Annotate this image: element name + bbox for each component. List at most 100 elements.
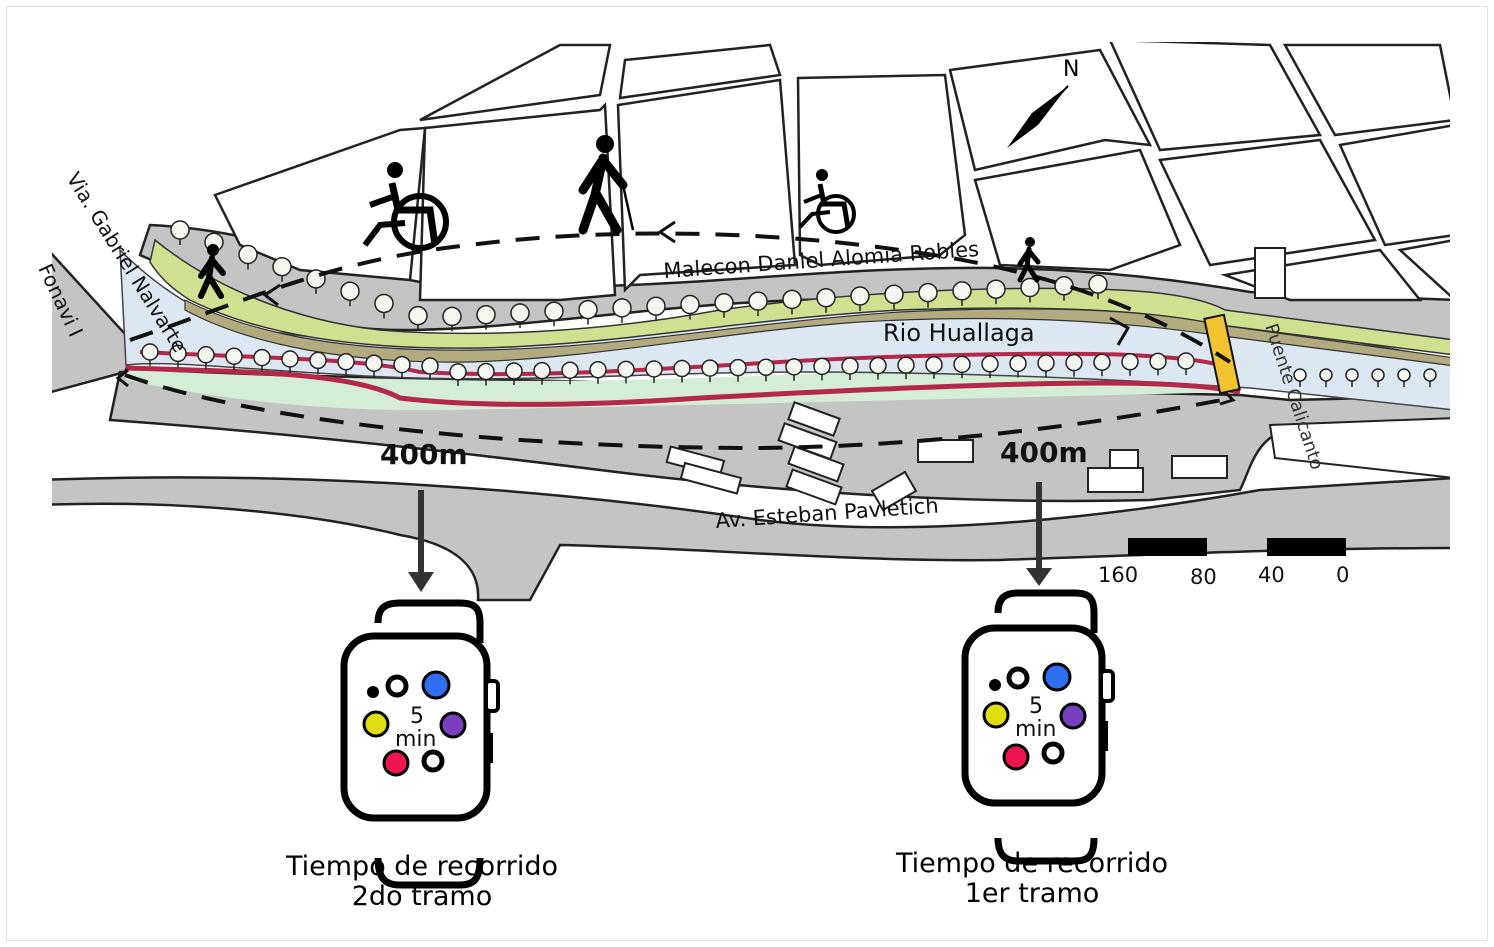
tree-icon	[281, 350, 299, 373]
scale-label: 160	[1098, 563, 1138, 587]
tree-icon	[309, 351, 327, 375]
pedestrian-icon	[1017, 237, 1041, 283]
tree-icon	[589, 361, 607, 384]
tree-icon	[253, 348, 271, 372]
tree-icon	[421, 357, 439, 380]
tree-icon	[1065, 353, 1083, 377]
tree-icon	[505, 362, 523, 386]
route-dashed-north	[129, 231, 1232, 364]
tree-icon	[365, 354, 383, 378]
tree-icon	[1121, 353, 1139, 376]
tree-icon	[374, 293, 394, 319]
tree-icon	[646, 296, 666, 322]
tree-icon	[925, 355, 943, 379]
tree-icon	[952, 281, 972, 306]
tree-icon	[1093, 353, 1111, 377]
pedestrian-icon	[198, 244, 226, 299]
tree-icon	[238, 244, 258, 270]
figure-frame	[6, 6, 1488, 941]
tree-icon	[785, 358, 803, 381]
city-blocks	[213, 42, 1450, 302]
caption-line-2: 2do tramo	[351, 881, 493, 912]
tree-icon	[813, 357, 831, 381]
tree-icon	[449, 363, 467, 386]
watch-time-unit: min	[1015, 717, 1057, 742]
watch-time-value: 5	[1029, 694, 1043, 719]
tree-icon	[850, 286, 870, 311]
tree-icon	[477, 362, 495, 386]
route-dashed-south	[124, 373, 1233, 451]
tree-icon	[1020, 277, 1040, 303]
smartwatch-icon: 5 min	[961, 589, 1115, 865]
tree-icon	[701, 359, 719, 383]
label-river: Rio Huallaga	[883, 319, 1035, 347]
tree-icon	[897, 356, 915, 380]
tree-icon	[1177, 352, 1195, 375]
tree-icon	[476, 304, 496, 330]
tree-rows	[141, 220, 1437, 387]
distance-right: 400m	[1000, 436, 1088, 469]
distance-left: 400m	[380, 438, 468, 471]
caption-line-2: 1er tramo	[964, 878, 1100, 909]
caption-tramo-1: Tiempo de recorrido 1er tramo	[872, 849, 1192, 909]
tree-icon	[673, 359, 691, 383]
tree-icon	[612, 298, 632, 323]
caption-line-1: Tiempo de recorrido	[895, 848, 1169, 879]
tree-icon	[1345, 368, 1359, 387]
tree-icon	[340, 281, 360, 307]
tree-icon	[757, 358, 775, 382]
road-avenida	[52, 476, 1450, 602]
tree-icon	[141, 343, 159, 366]
tree-icon	[714, 293, 734, 318]
tree-icon	[1319, 368, 1333, 387]
block-east	[1268, 417, 1450, 479]
tree-icon	[841, 357, 859, 380]
tree-icon	[1088, 274, 1108, 300]
tree-icon	[1149, 352, 1167, 376]
wheelchair-icon	[798, 169, 856, 234]
tree-icon	[617, 360, 635, 384]
earth-band-north	[184, 299, 1450, 366]
tree-icon	[561, 361, 579, 385]
tree-icon	[169, 344, 187, 368]
tree-icon	[680, 294, 700, 320]
tree-icon	[748, 291, 768, 317]
buildings-south	[665, 247, 1286, 512]
route-red	[125, 365, 1241, 407]
tree-icon	[782, 289, 802, 315]
watch-time-value: 5	[410, 704, 424, 729]
tree-icon	[272, 256, 292, 282]
tree-icon	[337, 353, 355, 376]
watch-time-unit: min	[395, 727, 437, 752]
tree-icon	[442, 306, 462, 332]
tree-icon	[981, 355, 999, 378]
caption-line-1: Tiempo de recorrido	[285, 851, 559, 882]
tree-icon	[533, 361, 551, 385]
tree-icon	[953, 355, 971, 379]
tree-icon	[729, 358, 747, 382]
tree-icon	[645, 360, 663, 383]
tree-icon	[544, 301, 564, 327]
tree-icon	[510, 303, 530, 328]
tree-icon	[197, 346, 215, 369]
tree-icon	[816, 287, 836, 313]
tree-icon	[869, 356, 887, 380]
arrow-down-icon	[1026, 482, 1052, 586]
tree-icon	[1009, 354, 1027, 378]
caption-tramo-2: Tiempo de recorrido 2do tramo	[262, 852, 582, 912]
tree-icon	[986, 279, 1006, 305]
smartwatch-icon: 5 min	[340, 599, 500, 889]
tree-icon	[1397, 368, 1411, 387]
tree-icon	[884, 284, 904, 310]
tree-icon	[408, 305, 428, 331]
tree-icon	[225, 347, 243, 371]
route-arrow-icons	[115, 220, 1236, 406]
bridge	[1203, 313, 1241, 395]
north-label: N	[1063, 57, 1079, 82]
arrow-down-icon	[408, 490, 434, 592]
north-arrow-icon	[1007, 85, 1069, 148]
tree-icon	[918, 282, 938, 308]
tree-icon	[1371, 368, 1385, 387]
